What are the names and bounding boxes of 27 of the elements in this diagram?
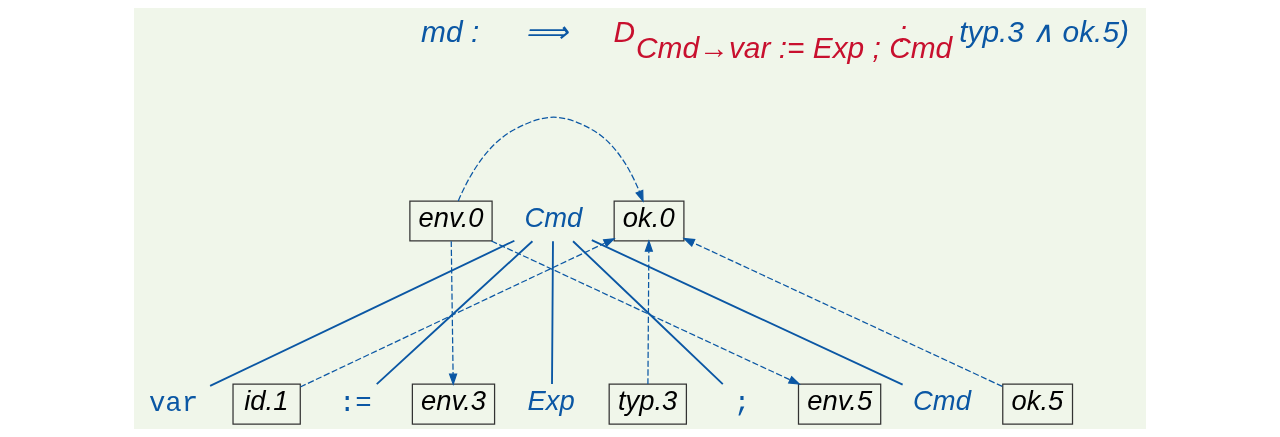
arrow	[457, 116, 644, 203]
node-text: Exp	[527, 384, 575, 416]
node-text: ;	[733, 388, 751, 420]
node-text: :=	[338, 388, 372, 420]
node-text: var	[148, 388, 199, 420]
node-box: typ.3	[608, 383, 688, 425]
arrow	[448, 240, 458, 386]
arrow	[490, 240, 801, 385]
arrow	[682, 237, 1003, 388]
node-box: env.3	[411, 383, 496, 425]
node-box: env.0	[409, 200, 493, 242]
arrow	[644, 239, 654, 385]
node-text: Cmd	[524, 201, 583, 233]
connector	[590, 239, 904, 386]
label: typ.3 ∧ ok.5)	[959, 14, 1129, 48]
label: ⟹	[525, 14, 569, 48]
node-text: Cmd	[913, 384, 971, 416]
node-box: id.1	[232, 383, 301, 425]
connector	[375, 240, 534, 386]
connector	[551, 240, 554, 386]
connector	[209, 239, 516, 387]
label: md :	[421, 14, 480, 48]
node-box: env.5	[797, 383, 882, 425]
connector	[572, 240, 724, 386]
node-box: ok.5	[1002, 383, 1074, 425]
arrow	[299, 237, 616, 388]
node-box: ok.0	[613, 200, 685, 242]
